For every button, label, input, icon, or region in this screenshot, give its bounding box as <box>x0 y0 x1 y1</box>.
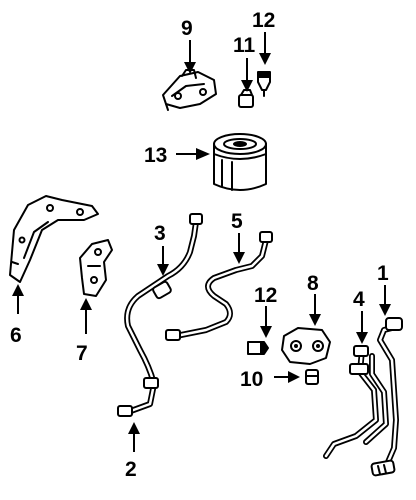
arrow-3 <box>157 264 169 276</box>
part-2-3-oil-line <box>117 213 203 417</box>
arrow-4 <box>356 332 368 344</box>
arrow-9 <box>184 62 196 74</box>
callout-6: 6 <box>10 324 22 347</box>
callout-12b: 12 <box>254 284 277 307</box>
part-9-bracket <box>162 69 217 111</box>
callout-11: 11 <box>233 34 256 57</box>
arrow-1 <box>379 304 391 316</box>
callout-12a: 12 <box>252 9 275 32</box>
part-12-sensor-lower <box>247 341 269 355</box>
part-13-oil-filter <box>213 133 267 191</box>
part-7-bracket <box>79 239 113 297</box>
arrow-2 <box>128 422 140 434</box>
arrow-12b <box>260 326 272 338</box>
part-1-oil-line <box>370 317 403 477</box>
callout-4: 4 <box>353 288 365 311</box>
callout-13: 13 <box>144 144 167 167</box>
arrow-6 <box>12 284 24 296</box>
part-4-bundled-lines <box>323 345 389 459</box>
callout-5: 5 <box>231 210 243 233</box>
callout-9: 9 <box>181 17 193 40</box>
part-5-oil-line <box>165 231 273 341</box>
arrow-12a <box>259 53 271 65</box>
arrow-13 <box>196 148 210 160</box>
part-11-fitting <box>238 89 254 108</box>
callout-2: 2 <box>125 458 137 481</box>
arrow-11 <box>241 80 253 92</box>
arrow-7 <box>80 298 92 310</box>
callout-1: 1 <box>377 262 389 285</box>
callout-7: 7 <box>76 342 88 365</box>
arrow-8 <box>309 314 321 326</box>
arrow-5 <box>233 252 245 264</box>
part-6-bracket <box>9 195 99 283</box>
part-12-sensor-top <box>257 71 271 97</box>
callout-10: 10 <box>240 368 263 391</box>
callout-3: 3 <box>154 222 166 245</box>
part-10-cap <box>305 369 319 385</box>
part-8-block <box>281 327 331 365</box>
callout-8: 8 <box>307 272 319 295</box>
arrow-10 <box>288 371 300 383</box>
